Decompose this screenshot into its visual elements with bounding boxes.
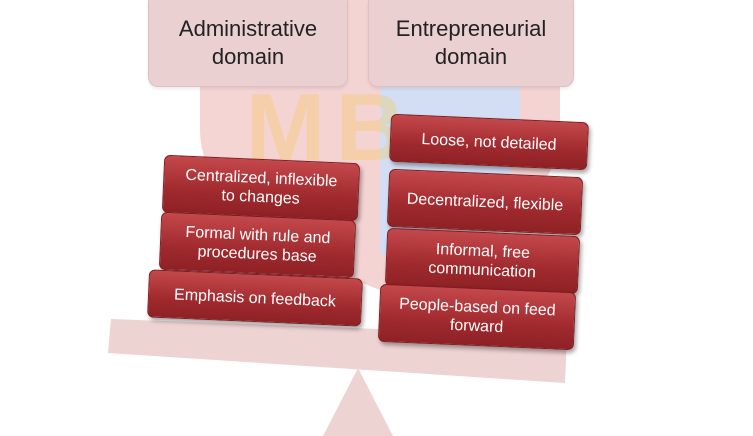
entrepreneurial-item-label: People-based on feed forward <box>398 295 556 337</box>
entrepreneurial-item-informal: Informal, free communication <box>384 227 581 295</box>
administrative-item-feedback: Emphasis on feedback <box>147 269 363 327</box>
administrative-item-label: Emphasis on feedback <box>173 285 337 311</box>
balance-fulcrum <box>323 368 393 436</box>
entrepreneurial-item-label: Decentralized, flexible <box>406 190 564 214</box>
administrative-item-label: Centralized, inflexible to changes <box>185 166 338 208</box>
entrepreneurial-item-loose: Loose, not detailed <box>389 113 589 171</box>
administrative-item-label: Formal with rule and procedures base <box>185 223 331 266</box>
entrepreneurial-domain-label: Entrepreneurial domain <box>395 16 547 69</box>
entrepreneurial-domain-header: Entrepreneurial domain <box>368 0 574 87</box>
entrepreneurial-item-people-based: People-based on feed forward <box>377 283 577 351</box>
administrative-item-formal: Formal with rule and procedures base <box>158 211 357 279</box>
entrepreneurial-item-label: Informal, free communication <box>427 240 537 282</box>
administrative-item-centralized: Centralized, inflexible to changes <box>161 154 361 222</box>
entrepreneurial-item-label: Loose, not detailed <box>421 130 557 154</box>
administrative-domain-header: Administrative domain <box>148 0 348 87</box>
entrepreneurial-item-decentralized: Decentralized, flexible <box>386 168 584 236</box>
administrative-domain-label: Administrative domain <box>178 16 318 69</box>
